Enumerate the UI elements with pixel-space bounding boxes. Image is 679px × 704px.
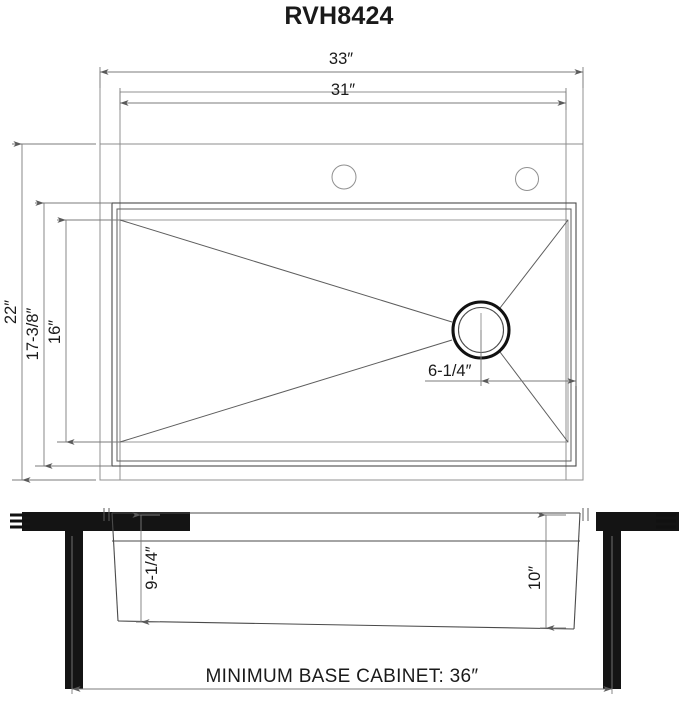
section-bowl-floor	[117, 620, 575, 630]
page-title: RVH8424	[284, 2, 393, 30]
top-view-group	[99, 71, 584, 481]
cabinet-wall-left	[65, 531, 83, 689]
faucet-hole-right-icon	[515, 167, 539, 191]
dim-label-overall-depth: 22″	[2, 300, 20, 324]
basin-slope-line-bottom-left	[119, 339, 453, 443]
top-view-dimensions: 33″ 31″ 22″ 17-3/8″ 16″	[2, 50, 584, 483]
basin-floor-outline	[119, 219, 569, 443]
cabinet-caption: MINIMUM BASE CABINET: 36″	[206, 666, 479, 687]
dim-label-overall-width: 33″	[329, 50, 353, 68]
dim-label-mid-depth: 17-3/8″	[24, 308, 42, 361]
basin-rim-inner	[116, 208, 572, 462]
dim-label-depth-right: 10″	[526, 566, 544, 590]
section-bowl-left-wall	[111, 512, 119, 622]
basin-slope-line-top-left	[119, 219, 453, 323]
cabinet-countertop-left	[22, 512, 190, 531]
dim-label-basin-width: 31″	[331, 81, 355, 99]
dim-label-drain-offset: 6-1/4″	[428, 362, 472, 380]
faucet-hole-left-icon	[331, 164, 357, 190]
section-bowl-right-wall	[573, 512, 581, 630]
dim-label-depth-left: 9-1/4″	[143, 546, 161, 590]
dim-label-basin-depth: 16″	[46, 320, 64, 344]
section-view-group: 9-1/4″ 10″ MINIMUM BASE CABINET: 36″	[10, 508, 679, 694]
basin-slope-line-top-right	[499, 219, 569, 309]
basin-slope-line-bottom-right	[499, 351, 569, 443]
basin-rim-outer	[111, 202, 577, 467]
sink-outer-flange	[99, 71, 584, 481]
